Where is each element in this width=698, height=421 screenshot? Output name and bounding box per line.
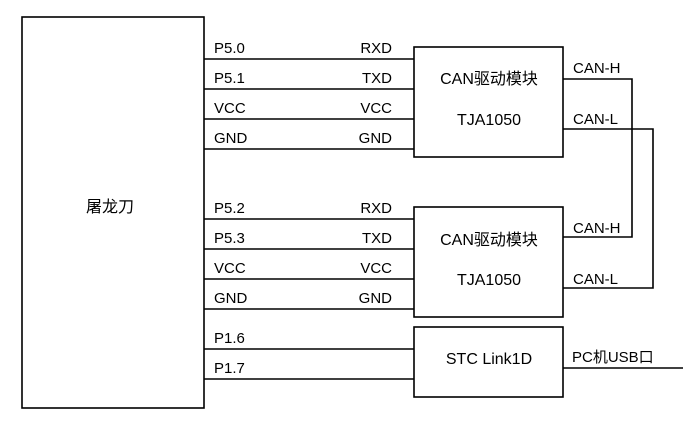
pin-label-txd-2: TXD bbox=[362, 230, 392, 247]
pin-label-gnd-right-1: GND bbox=[359, 130, 393, 147]
link-module-title: STC Link1D bbox=[446, 351, 532, 368]
pin-label-p16: P1.6 bbox=[214, 330, 245, 347]
pin-label-txd-1: TXD bbox=[362, 70, 392, 87]
can-h-label-2: CAN-H bbox=[573, 220, 621, 237]
pin-label-rxd-2: RXD bbox=[360, 200, 392, 217]
link-module-box bbox=[413, 326, 564, 398]
can-module-1-chip: TJA1050 bbox=[457, 112, 521, 129]
can-h-label-1: CAN-H bbox=[573, 60, 621, 77]
can-module-2-box bbox=[413, 206, 564, 318]
pin-label-p51: P5.1 bbox=[214, 70, 245, 87]
can-module-2-chip: TJA1050 bbox=[457, 272, 521, 289]
pin-label-p50: P5.0 bbox=[214, 40, 245, 57]
pin-label-rxd-1: RXD bbox=[360, 40, 392, 57]
pin-label-vcc-2: VCC bbox=[214, 260, 246, 277]
pin-label-p52: P5.2 bbox=[214, 200, 245, 217]
pin-label-p17: P1.7 bbox=[214, 360, 245, 377]
can-l-bus bbox=[563, 128, 654, 289]
main-block bbox=[21, 16, 205, 409]
usb-output-label: PC机USB口 bbox=[572, 349, 654, 366]
can-l-label-1: CAN-L bbox=[573, 111, 618, 128]
can-module-1-box bbox=[413, 46, 564, 158]
can-h-bus bbox=[563, 78, 633, 238]
can-module-2-title: CAN驱动模块 bbox=[440, 231, 538, 249]
pin-label-gnd-1: GND bbox=[214, 130, 248, 147]
pin-label-vcc-1: VCC bbox=[214, 100, 246, 117]
can-module-1-title: CAN驱动模块 bbox=[440, 70, 538, 88]
pin-label-gnd-2: GND bbox=[214, 290, 248, 307]
pin-label-vcc-right-1: VCC bbox=[360, 100, 392, 117]
can-l-label-2: CAN-L bbox=[573, 271, 618, 288]
pin-label-p53: P5.3 bbox=[214, 230, 245, 247]
pin-label-vcc-right-2: VCC bbox=[360, 260, 392, 277]
pin-label-gnd-right-2: GND bbox=[359, 290, 393, 307]
main-block-label: 屠龙刀 bbox=[86, 198, 134, 216]
